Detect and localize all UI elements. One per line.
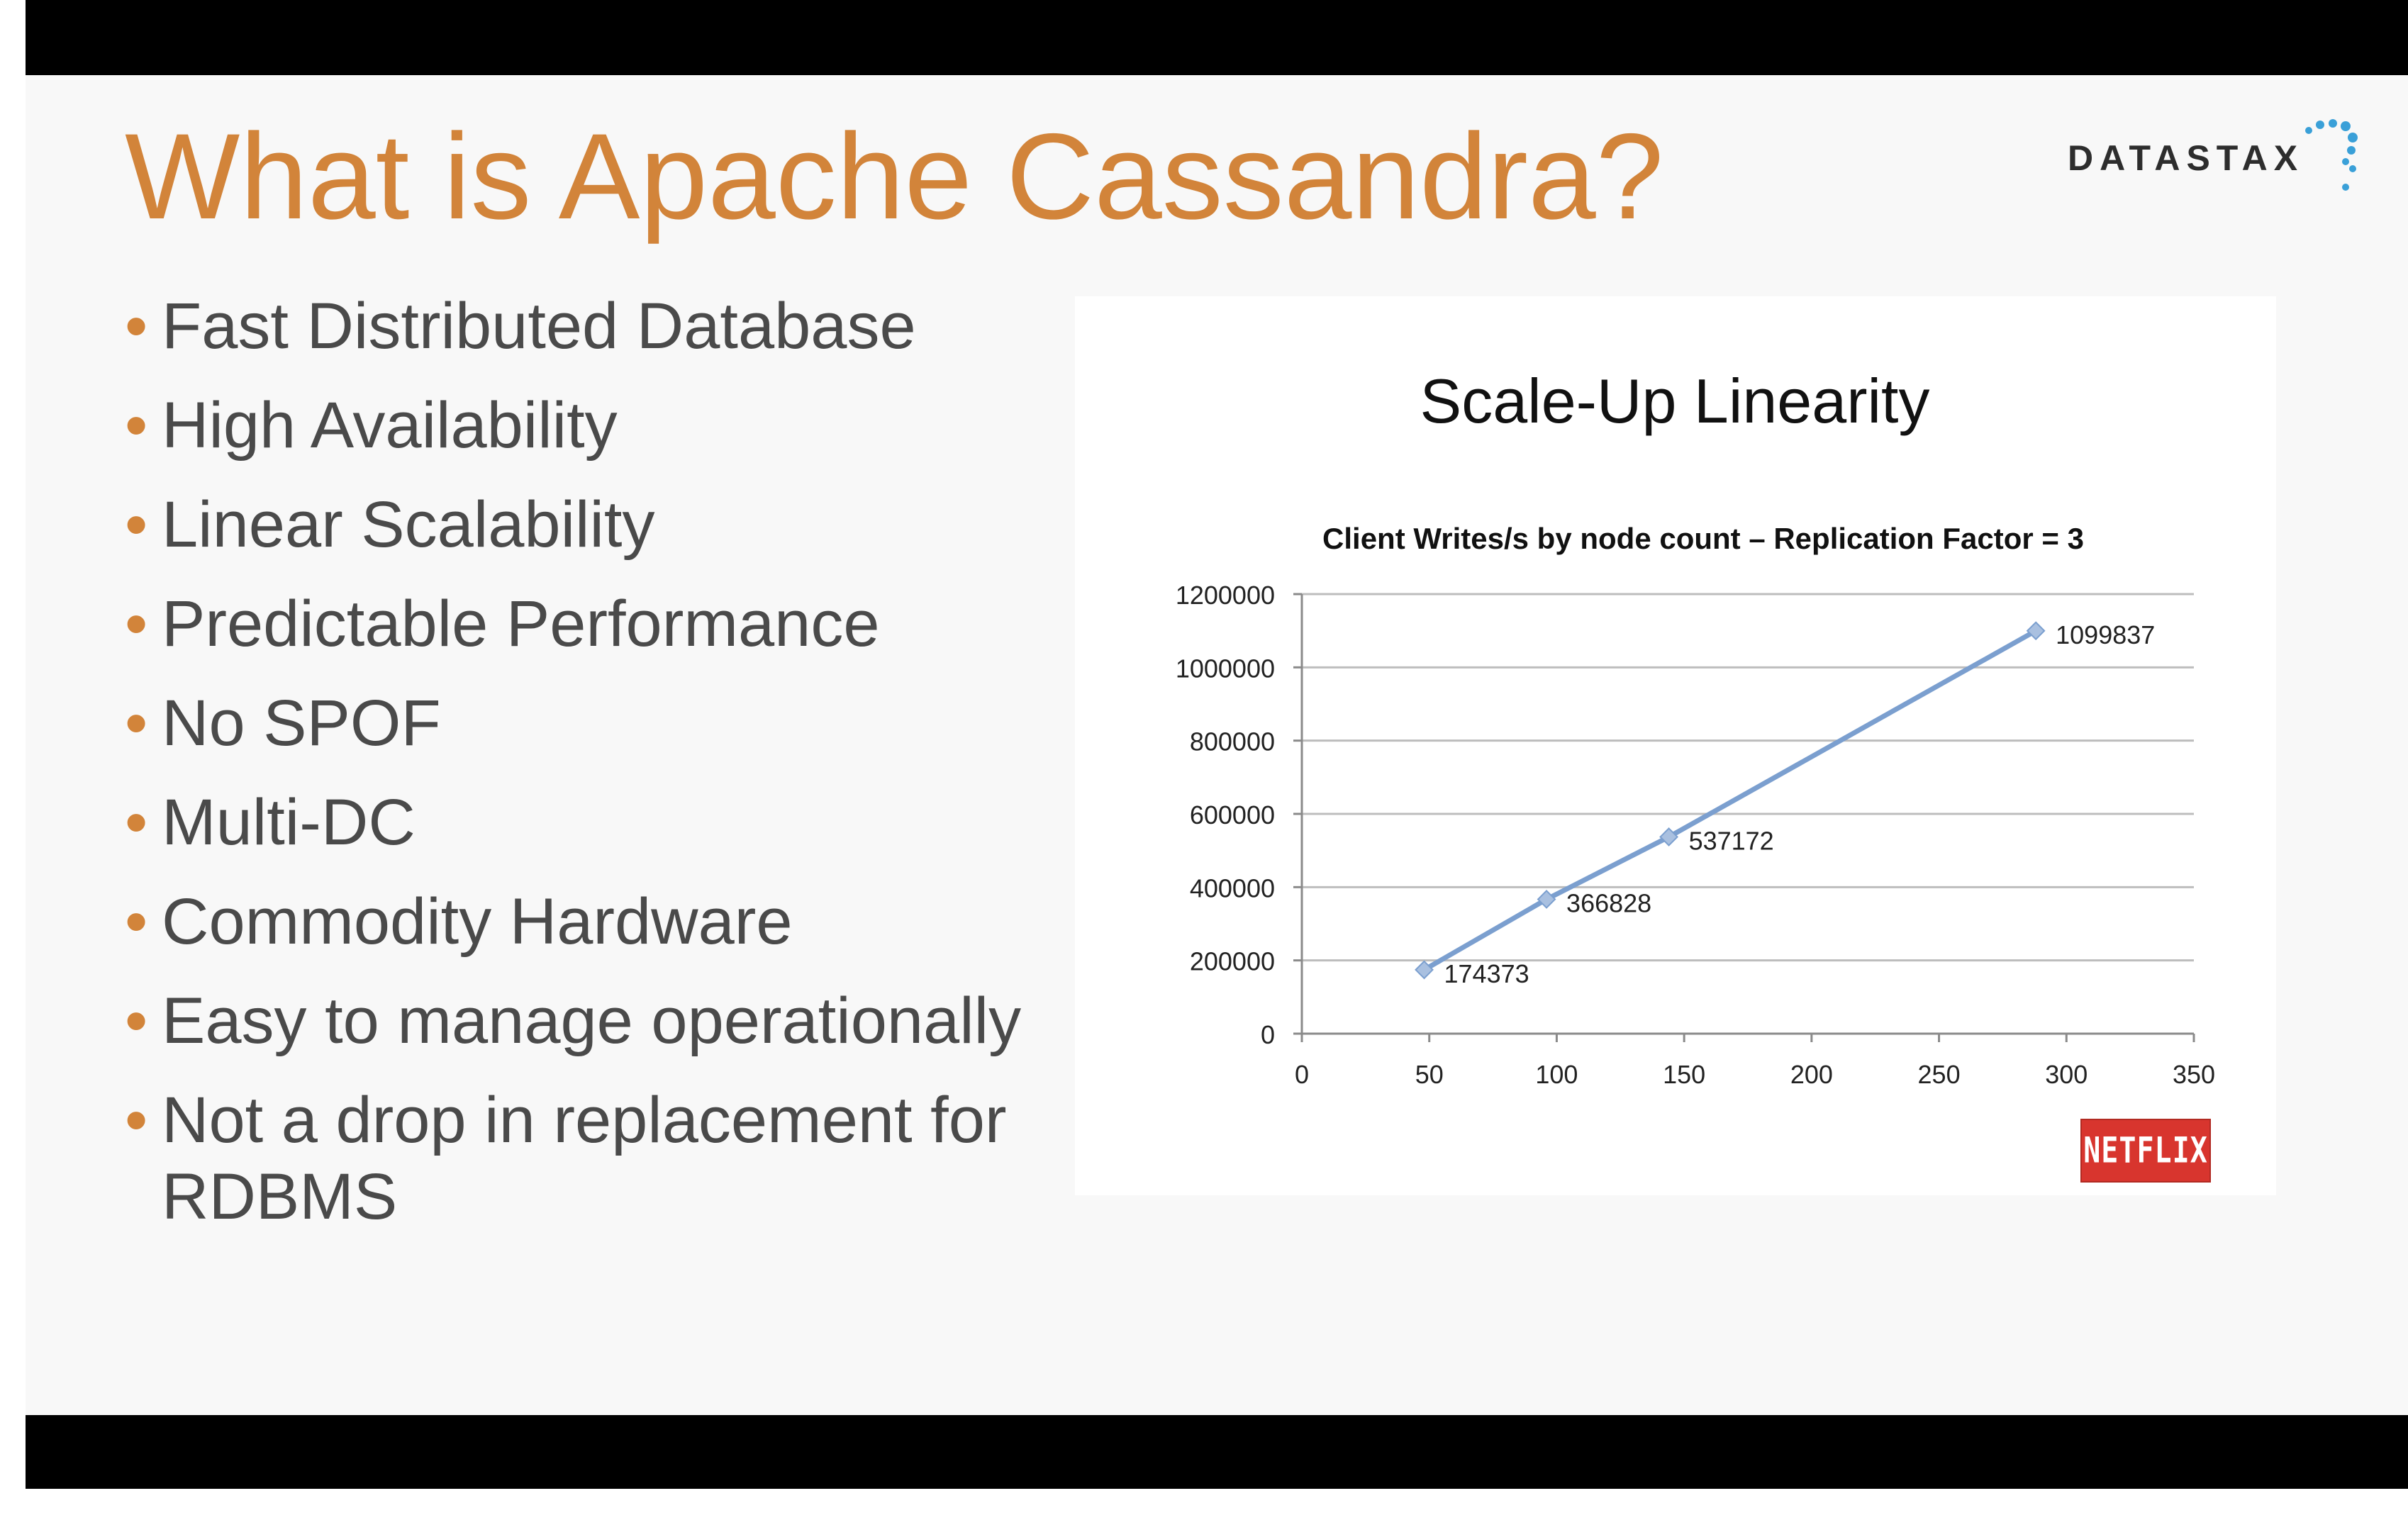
bullet-text: Commodity Hardware: [162, 885, 793, 958]
series-line: [1422, 628, 2039, 973]
y-tick-label: 0: [1261, 1020, 1275, 1049]
logo-dot: [2342, 158, 2349, 165]
bullet-text: No SPOF: [162, 687, 441, 759]
data-label: 1099837: [2056, 620, 2155, 649]
datastax-dots-icon: [2305, 119, 2358, 191]
bullet-item: •Predictable Performance: [125, 586, 1089, 662]
bullet-item: •Linear Scalability: [125, 486, 1089, 563]
logo-dot: [2305, 127, 2312, 134]
data-point-marker: [1415, 960, 1434, 980]
x-tick-label: 0: [1295, 1060, 1309, 1089]
slide: What is Apache Cassandra? DATASTAX •Fast…: [26, 75, 2408, 1415]
bullet-dot-icon: •: [125, 389, 148, 462]
y-tick-label: 1000000: [1176, 654, 1275, 683]
bullet-item: •Commodity Hardware: [125, 883, 1089, 960]
bullet-text: Easy to manage operationally: [162, 985, 1022, 1057]
slide-title: What is Apache Cassandra?: [125, 108, 1664, 245]
datastax-logo: DATASTAX: [2068, 118, 2380, 196]
data-point-marker: [1659, 827, 1678, 846]
bullet-dot-icon: •: [125, 290, 148, 362]
y-tick-label: 400000: [1190, 873, 1275, 903]
logo-dot: [2347, 146, 2356, 155]
chart-title: Client Writes/s by node count – Replicat…: [1322, 522, 2084, 555]
data-point-marker: [2026, 621, 2046, 641]
datastax-logo-text: DATASTAX: [2068, 138, 2304, 178]
x-tick-label: 250: [1918, 1060, 1961, 1089]
bullet-dot-icon: •: [125, 786, 148, 859]
y-tick-label: 600000: [1190, 800, 1275, 829]
bullet-text: Predictable Performance: [162, 588, 880, 660]
logo-dot: [2348, 133, 2358, 142]
bullet-dot-icon: •: [125, 885, 148, 958]
scale-up-chart: Scale-Up Linearity Client Writes/s by no…: [1176, 366, 2215, 1089]
bullet-dot-icon: •: [125, 588, 148, 660]
y-tick-label: 1200000: [1176, 581, 1275, 610]
bullet-text: Fast Distributed Database: [162, 290, 916, 362]
data-point-marker: [1537, 890, 1556, 909]
netflix-logo-badge: NETFLIX: [2082, 1120, 2209, 1181]
x-tick-label: 300: [2045, 1060, 2088, 1089]
bullet-dot-icon: •: [125, 1084, 148, 1156]
data-label: 174373: [1444, 959, 1529, 988]
chart-heading: Scale-Up Linearity: [1420, 366, 1930, 436]
logo-dot: [2349, 165, 2356, 172]
bullet-item: •No SPOF: [125, 685, 1089, 761]
y-tick-label: 800000: [1190, 727, 1275, 756]
bullet-text: Linear Scalability: [162, 488, 655, 561]
netflix-logo-text: NETFLIX: [2083, 1130, 2208, 1171]
data-label: 537172: [1689, 826, 1774, 855]
bullet-text: High Availability: [162, 389, 618, 462]
x-tick-label: 50: [1415, 1060, 1444, 1089]
bullet-dot-icon: •: [125, 687, 148, 759]
logo-dot: [2316, 121, 2324, 129]
chart-panel: Scale-Up Linearity Client Writes/s by no…: [1075, 296, 2276, 1195]
bullet-dot-icon: •: [125, 488, 148, 561]
plot-area: 0 200000 400000 600000 800000 1000000 1200000 0…: [1176, 581, 2215, 1089]
logo-dot: [2341, 121, 2351, 131]
bullet-item: •Not a drop in replacement for RDBMS: [125, 1082, 1089, 1235]
bullet-text: Multi-DC: [162, 786, 416, 859]
logo-dot: [2329, 119, 2337, 128]
bullet-text: Not a drop in replacement for RDBMS: [162, 1084, 1007, 1233]
bullet-item: •High Availability: [125, 387, 1089, 464]
y-tick-label: 200000: [1190, 947, 1275, 976]
bullet-item: •Multi-DC: [125, 784, 1089, 861]
bullet-list: •Fast Distributed Database•High Availabi…: [125, 288, 1089, 1258]
letterbox-bottom-bar: [26, 1415, 2408, 1489]
letterbox-top-bar: [26, 0, 2408, 75]
x-tick-label: 350: [2173, 1060, 2215, 1089]
logo-dot: [2342, 184, 2349, 191]
x-tick-label: 100: [1535, 1060, 1578, 1089]
bullet-item: •Easy to manage operationally: [125, 983, 1089, 1059]
x-tick-label: 200: [1790, 1060, 1833, 1089]
bullet-dot-icon: •: [125, 985, 148, 1057]
data-label: 366828: [1566, 888, 1651, 917]
bullet-item: •Fast Distributed Database: [125, 288, 1089, 364]
x-tick-label: 150: [1663, 1060, 1705, 1089]
